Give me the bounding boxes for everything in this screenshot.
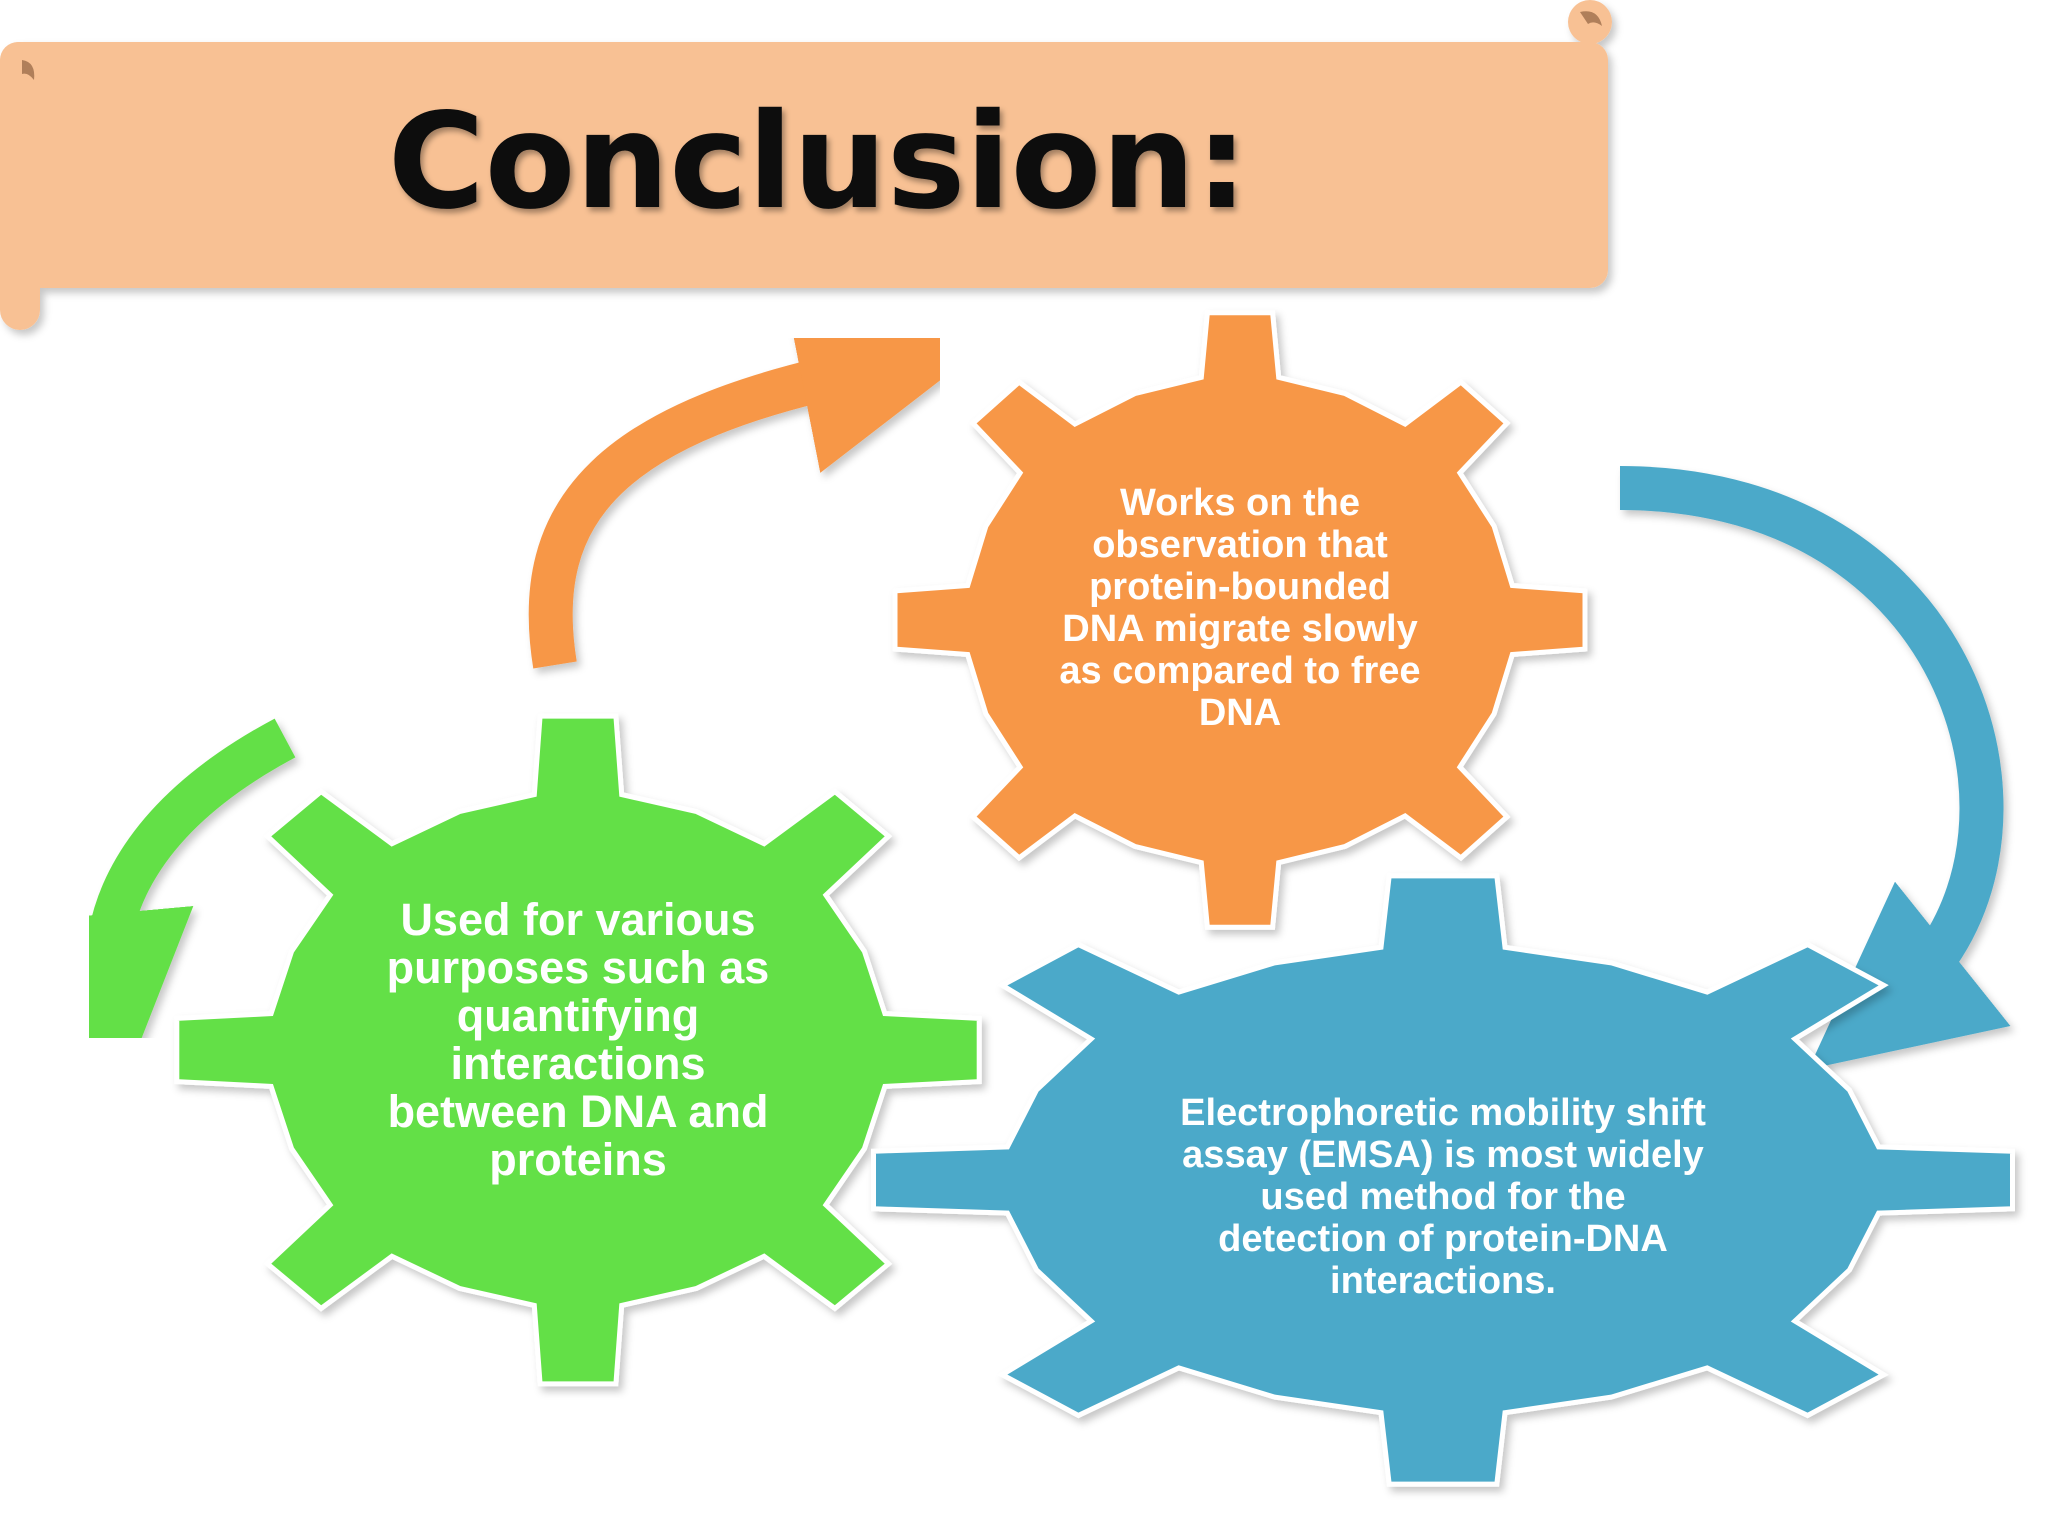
gear-orange-line: DNA migrate slowly [1062,608,1417,650]
gear-green-line: Used for various [400,894,755,945]
green-arrow [9,718,296,1099]
gear-green-line: purposes such as [387,942,770,993]
gear-blue-line: Electrophoretic mobility shift [1180,1092,1706,1134]
gear-orange-line: Works on the [1120,482,1360,524]
page-title: Conclusion: [388,85,1248,239]
gear-green-line: between DNA and [388,1086,769,1137]
title-banner [0,0,1612,330]
gear-green-line: quantifying [457,990,699,1041]
orange-arrow [528,291,984,669]
banner-curl-mark-right [1580,11,1602,26]
banner-curl-mark-left [22,60,35,80]
gear-orange-line: as compared to free [1059,650,1420,692]
gear-orange-line: protein-bounded [1089,566,1391,608]
gear-orange-shape [892,310,1588,930]
gear-blue-line: used method for the [1260,1176,1625,1218]
gear-blue-shape [871,873,2015,1487]
gear-green-shape [174,713,982,1387]
banner-left-curl [0,42,40,330]
gear-blue-line: detection of protein-DNA [1218,1218,1668,1260]
gear-orange-line: observation that [1092,524,1388,566]
gear-green-line: interactions [450,1038,705,1089]
gear-blue-line: assay (EMSA) is most widely [1182,1134,1704,1176]
blue-arrow [1619,466,2011,1070]
banner-body [0,42,1608,288]
gear-green-line: proteins [489,1134,667,1185]
gear-orange-line: DNA [1199,692,1281,734]
gear-blue-line: interactions. [1330,1260,1556,1302]
